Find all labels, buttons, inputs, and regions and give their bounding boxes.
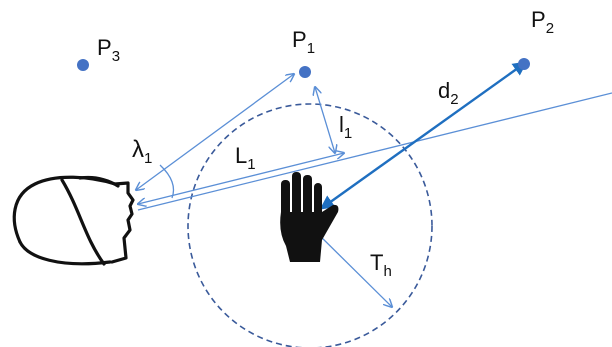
svg-text:P1: P1: [292, 27, 315, 57]
svg-text:P3: P3: [97, 35, 120, 65]
svg-text:P2: P2: [531, 7, 554, 37]
l-big-label: L: [235, 143, 247, 168]
p1-label: P: [292, 27, 307, 52]
l-small-label-sub: 1: [344, 125, 352, 142]
hand-icon: [280, 172, 338, 262]
svg-text:l1: l1: [339, 112, 352, 142]
l1-distance-arrow: [315, 87, 335, 153]
th-label-sub: h: [383, 263, 391, 280]
head-icon: [14, 177, 133, 264]
p3-label-sub: 3: [112, 48, 120, 65]
svg-text:λ1: λ1: [132, 136, 152, 167]
point-p1: [299, 66, 311, 78]
point-p3: [77, 59, 89, 71]
p3-label: P: [97, 35, 112, 60]
head-to-p1-arrow: [136, 74, 294, 190]
p2-label: P: [531, 7, 546, 32]
point-p2: [518, 58, 530, 70]
p1-label-sub: 1: [307, 40, 315, 57]
d2-distance-arrow: [322, 63, 525, 208]
d2-label: d: [438, 78, 450, 103]
lambda-angle-arc: [160, 165, 174, 198]
p2-label-sub: 2: [546, 20, 554, 37]
lambda-label: λ: [132, 136, 144, 163]
d2-label-sub: 2: [450, 91, 458, 108]
th-label: T: [370, 250, 383, 275]
gaze-line: [138, 93, 612, 210]
lambda-label-sub: 1: [144, 150, 152, 167]
svg-text:Th: Th: [370, 250, 392, 280]
svg-text:L1: L1: [235, 143, 256, 173]
svg-text:d2: d2: [438, 78, 459, 108]
l-big-label-sub: 1: [247, 156, 255, 173]
